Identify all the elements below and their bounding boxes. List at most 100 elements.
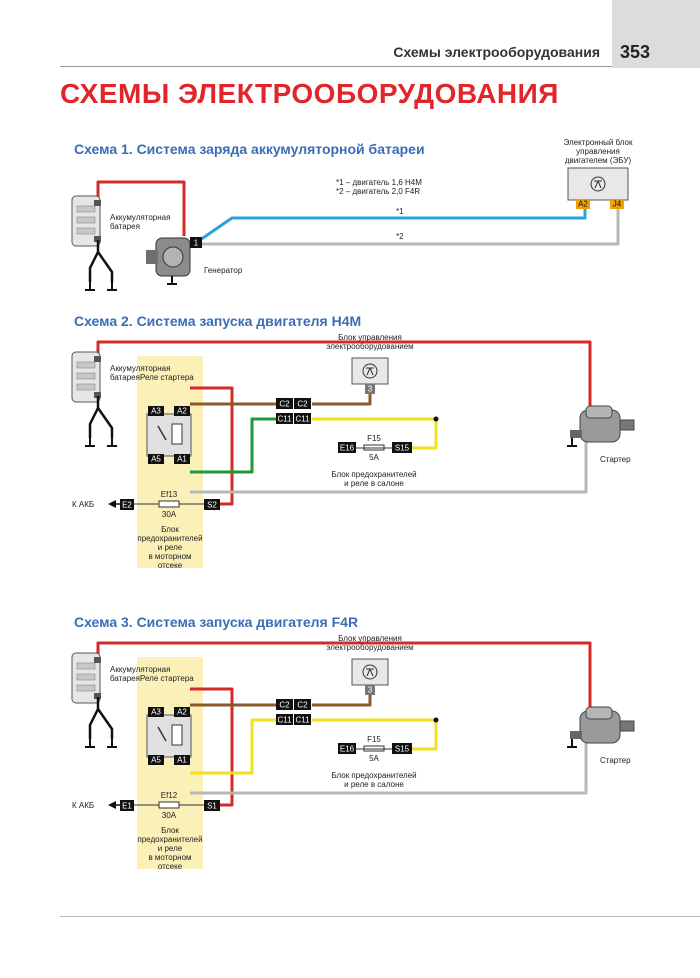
scheme-3-control-unit-label: Блок управления bbox=[338, 634, 402, 643]
scheme-1-ecu-label: двигателем (ЭБУ) bbox=[565, 156, 632, 165]
scheme-3-connector-c2-left: C2 bbox=[279, 701, 290, 710]
scheme-3-brown-wire-right bbox=[312, 693, 372, 707]
scheme-1-ecu-pin-j4-box bbox=[610, 199, 624, 209]
scheme-3-connector-c2-right-box bbox=[294, 699, 311, 710]
page-number-box bbox=[612, 0, 700, 68]
scheme-2-battery-cell bbox=[76, 361, 96, 369]
scheme-3-red-wire-relay bbox=[190, 687, 234, 807]
scheme-2-battery-plus-terminal bbox=[94, 356, 101, 362]
scheme-1-ecu-transistor-leg2 bbox=[597, 180, 602, 189]
scheme-2-title: Схема 2. Система запуска двигателя H4M bbox=[74, 313, 362, 329]
scheme-1-generator-pin: 1 bbox=[194, 239, 199, 248]
scheme-3-junction-dot bbox=[433, 717, 439, 723]
scheme-2-relay-pin-a2-box bbox=[174, 406, 190, 416]
scheme-2-control-unit-label: электрооборудованием bbox=[326, 342, 413, 351]
scheme-2-starter-shaft bbox=[619, 419, 635, 431]
scheme-2-relay-pin-a1-box bbox=[174, 454, 190, 464]
scheme-2-engine-fuse-pin-left-box bbox=[120, 499, 134, 510]
scheme-3-relay-pin-a5-box bbox=[148, 755, 164, 765]
scheme-2-starter-solenoid bbox=[585, 405, 613, 419]
scheme-2-battery-label: Аккумуляторная bbox=[110, 364, 170, 373]
scheme-2-battery-ground-lead-1 bbox=[88, 396, 100, 438]
scheme-2-relay-body bbox=[146, 413, 192, 457]
scheme-1-ecu-label: управления bbox=[576, 147, 620, 156]
scheme-3-connector-c11-left-box bbox=[276, 714, 293, 725]
page-title: СХЕМЫ ЭЛЕКТРООБОРУДОВАНИЯ bbox=[60, 78, 559, 109]
scheme-1-generator-pin-box bbox=[190, 237, 202, 248]
scheme-2-battery-cell bbox=[76, 372, 96, 380]
scheme-3-akb-arrow bbox=[108, 801, 116, 809]
scheme-2-cabin-fuse-name: F15 bbox=[367, 434, 381, 443]
scheme-2-relay-switch bbox=[157, 425, 167, 441]
scheme-3-cabin-fuse-pin-left: E16 bbox=[340, 745, 355, 754]
scheme-3-battery-label: батарея bbox=[110, 674, 140, 683]
scheme-2-engine-block-label: отсеке bbox=[158, 561, 183, 570]
footer-rule bbox=[60, 916, 700, 917]
scheme-3-engine-fuse-element bbox=[158, 801, 180, 809]
scheme-2-red-wire-battery bbox=[96, 340, 592, 412]
scheme-2-engine-fuse-element bbox=[158, 500, 180, 508]
scheme-3-relay-body bbox=[146, 714, 192, 758]
scheme-2-cabin-fuse-pin-left: E16 bbox=[340, 444, 355, 453]
scheme-2-control-unit-label: Блок управления bbox=[338, 333, 402, 342]
scheme-2-engine-fuse-pin-left: E2 bbox=[122, 501, 132, 510]
scheme-3-connector-c2-left-box bbox=[276, 699, 293, 710]
scheme-2-relay-coil bbox=[171, 423, 183, 445]
scheme-1-battery-cell bbox=[76, 216, 96, 224]
scheme-2-relay-pin-a3-box bbox=[148, 406, 164, 416]
scheme-3-engine-fuse-pin-right: S1 bbox=[207, 802, 217, 811]
scheme-2-connector-c2-right: C2 bbox=[297, 400, 308, 409]
scheme-2-relay-pin-a5: A5 bbox=[151, 455, 161, 464]
scheme-2-engine-block-label: и реле bbox=[158, 543, 183, 552]
scheme-3-battery-plus-terminal bbox=[94, 657, 101, 663]
scheme-1-battery-ground-lead-1 bbox=[88, 240, 100, 282]
scheme-2-relay-pin-a5-box bbox=[148, 454, 164, 464]
scheme-1-ecu-body bbox=[567, 167, 629, 201]
scheme-3-battery-cell bbox=[76, 673, 96, 681]
scheme-2-engine-block-label: в моторном bbox=[148, 552, 191, 561]
scheme-3-cabin-fuse-pin-right-box bbox=[392, 743, 412, 754]
scheme-3-relay-coil bbox=[171, 724, 183, 746]
scheme-2-connector-c2-left-box bbox=[276, 398, 293, 409]
scheme-2-battery-minus-terminal bbox=[94, 392, 101, 398]
scheme-2-cabin-fuse-pin-left-box bbox=[338, 442, 356, 453]
scheme-3-connector-c11-right: C11 bbox=[295, 716, 310, 725]
scheme-1-generator-flange bbox=[146, 250, 158, 264]
scheme-2-cabin-block-label: Блок предохранителей bbox=[331, 470, 416, 479]
scheme-1-wire-mark-1: *1 bbox=[396, 207, 404, 216]
scheme-3-relay-label: Реле стартера bbox=[140, 674, 194, 683]
scheme-2-cabin-fuse-pin-right-box bbox=[392, 442, 412, 453]
scheme-3-engine-fuse-pin-left: E1 bbox=[122, 802, 132, 811]
header-rule bbox=[60, 66, 612, 67]
scheme-1-notes: *2 – двигатель 2,0 F4R bbox=[336, 187, 420, 196]
scheme-3-battery-ground-lead-2 bbox=[96, 708, 114, 739]
scheme-2-junction-dot bbox=[433, 416, 439, 422]
scheme-3-engine-block-label: отсеке bbox=[158, 862, 183, 871]
scheme-3-engine-block-label: Блок bbox=[161, 826, 179, 835]
scheme-2-engine-fuse-pin-right-box bbox=[204, 499, 220, 510]
scheme-2-engine-block-label: предохранителей bbox=[137, 534, 202, 543]
scheme-3-starter-solenoid bbox=[585, 706, 613, 720]
scheme-3-relay-pin-a1-box bbox=[174, 755, 190, 765]
scheme-2-akb-label: К АКБ bbox=[72, 500, 94, 509]
scheme-2-battery-ground-lead-2 bbox=[96, 407, 114, 438]
scheme-2-engine-fuse-pin-right: S2 bbox=[207, 501, 217, 510]
scheme-2-battery-label: батарея bbox=[110, 373, 140, 382]
scheme-1-battery-minus-terminal bbox=[94, 236, 101, 242]
scheme-3-engine-block-label: в моторном bbox=[148, 853, 191, 862]
scheme-2-relay-to-c11-wire bbox=[190, 417, 276, 474]
section-header: Схемы электрооборудования bbox=[393, 44, 600, 60]
scheme-1-title: Схема 1. Система заряда аккумуляторной б… bbox=[74, 141, 425, 157]
scheme-3-relay-pin-a3-box bbox=[148, 707, 164, 717]
scheme-3-red-wire-battery bbox=[96, 641, 592, 713]
scheme-3-control-unit-transistor-leg2 bbox=[369, 668, 374, 677]
scheme-3-starter-shaft bbox=[619, 720, 635, 732]
scheme-1-ecu-pin-j4: J4 bbox=[613, 200, 622, 209]
scheme-3-control-unit-transistor-leg1 bbox=[366, 668, 371, 677]
scheme-3-connector-c2-right: C2 bbox=[297, 701, 308, 710]
scheme-1-grey-wire bbox=[200, 206, 620, 246]
scheme-2-connector-c2-left: C2 bbox=[279, 400, 290, 409]
scheme-2-control-unit-transistor-leg2 bbox=[369, 367, 374, 376]
scheme-3-battery-ground-lead-1 bbox=[88, 697, 100, 739]
